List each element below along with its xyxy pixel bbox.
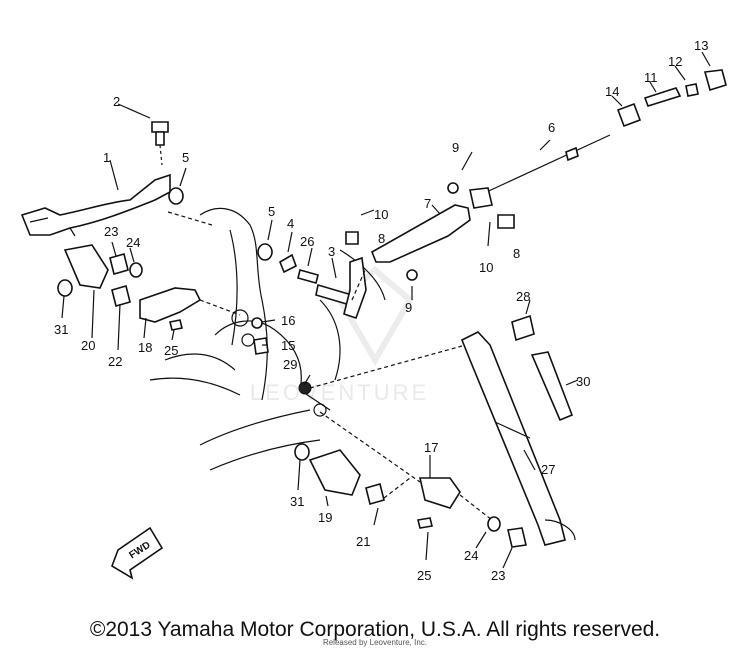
footrest-20 [63,244,109,289]
callout-14: 14 [605,84,619,99]
washer-5b [257,243,273,261]
washer-31b [294,443,310,461]
pin-25b [417,517,433,529]
callout-4: 4 [287,216,294,231]
callout-16: 16 [281,313,295,328]
shift-pedal [20,173,171,237]
callout-27: 27 [541,462,555,477]
callout-24b: 24 [464,548,478,563]
bushing-22 [111,285,131,307]
callout-13: 13 [694,38,708,53]
callout-22: 22 [108,354,122,369]
bolt-15 [253,337,269,355]
washer-31a [57,279,73,297]
callout-20: 20 [81,338,95,353]
callout-25b: 25 [417,568,431,583]
callout-8b: 8 [513,246,520,261]
washer-9b [406,269,418,281]
callout-26: 26 [300,234,314,249]
pin-8b [497,214,515,229]
callout-10a: 10 [374,207,388,222]
bolt-28 [511,314,535,342]
callout-9b: 9 [405,300,412,315]
washer-24a [129,262,143,278]
bolt-26 [297,269,319,284]
bolt-23b [507,527,527,548]
callout-19: 19 [318,510,332,525]
callout-5a: 5 [182,150,189,165]
watermark: LEOVENTURE [250,266,429,405]
bracket-18 [139,287,202,323]
rod-joint-14 [616,102,642,128]
spring-4 [279,253,297,274]
callout-11: 11 [644,70,658,85]
bolt-23a [109,253,129,275]
sidestand-27 [460,331,576,546]
brake-rod-6 [469,134,611,209]
callout-23a: 23 [104,224,118,239]
washer-24b [487,516,501,532]
callout-31a: 31 [54,322,68,337]
pin-25a [169,319,183,331]
callout-2: 2 [113,94,120,109]
frame-outline [149,207,386,471]
callout-1: 1 [103,150,110,165]
brake-arm-7 [370,204,471,263]
callout-30: 30 [576,374,590,389]
nut-12 [685,83,699,97]
callout-9a: 9 [452,140,459,155]
diagram-drawing: LEOVENTURE [20,38,727,583]
release-credit: Released by Leoventure, Inc. [322,638,428,647]
bolt-2 [151,121,169,166]
callout-15: 15 [281,338,295,353]
part-number-labels: 2 1 5 5 4 26 3 10 8 7 9 6 14 11 12 13 8 … [54,38,708,583]
callout-7: 7 [424,196,431,211]
callout-29: 29 [283,357,297,372]
callout-6: 6 [548,120,555,135]
bracket-17 [418,477,461,509]
bushing-21 [365,483,385,505]
callout-28: 28 [516,289,530,304]
callout-21: 21 [356,534,370,549]
callout-31b: 31 [290,494,304,509]
copyright-notice: ©2013 Yamaha Motor Corporation, U.S.A. A… [89,618,661,641]
callout-10b: 10 [479,260,493,275]
forward-arrow: FWD [111,526,164,580]
pin-8a [345,231,359,245]
shift-shaft-3 [315,256,367,320]
callout-12: 12 [668,54,682,69]
callout-23b: 23 [491,568,505,583]
washer-5a [168,187,184,205]
adjuster-13 [703,69,727,92]
callout-8a: 8 [378,231,385,246]
callout-5b: 5 [268,204,275,219]
spring-11 [643,87,682,107]
washer-16 [251,317,263,329]
callout-18: 18 [138,340,152,355]
callout-24a: 24 [126,235,140,250]
callout-25a: 25 [164,343,178,358]
leader-lines [61,51,711,569]
callout-17: 17 [424,440,438,455]
footrest-19 [308,449,361,496]
spring-30 [530,351,574,422]
callout-3: 3 [328,244,335,259]
washer-9a [447,182,459,194]
watermark-text: LEOVENTURE [250,380,429,405]
